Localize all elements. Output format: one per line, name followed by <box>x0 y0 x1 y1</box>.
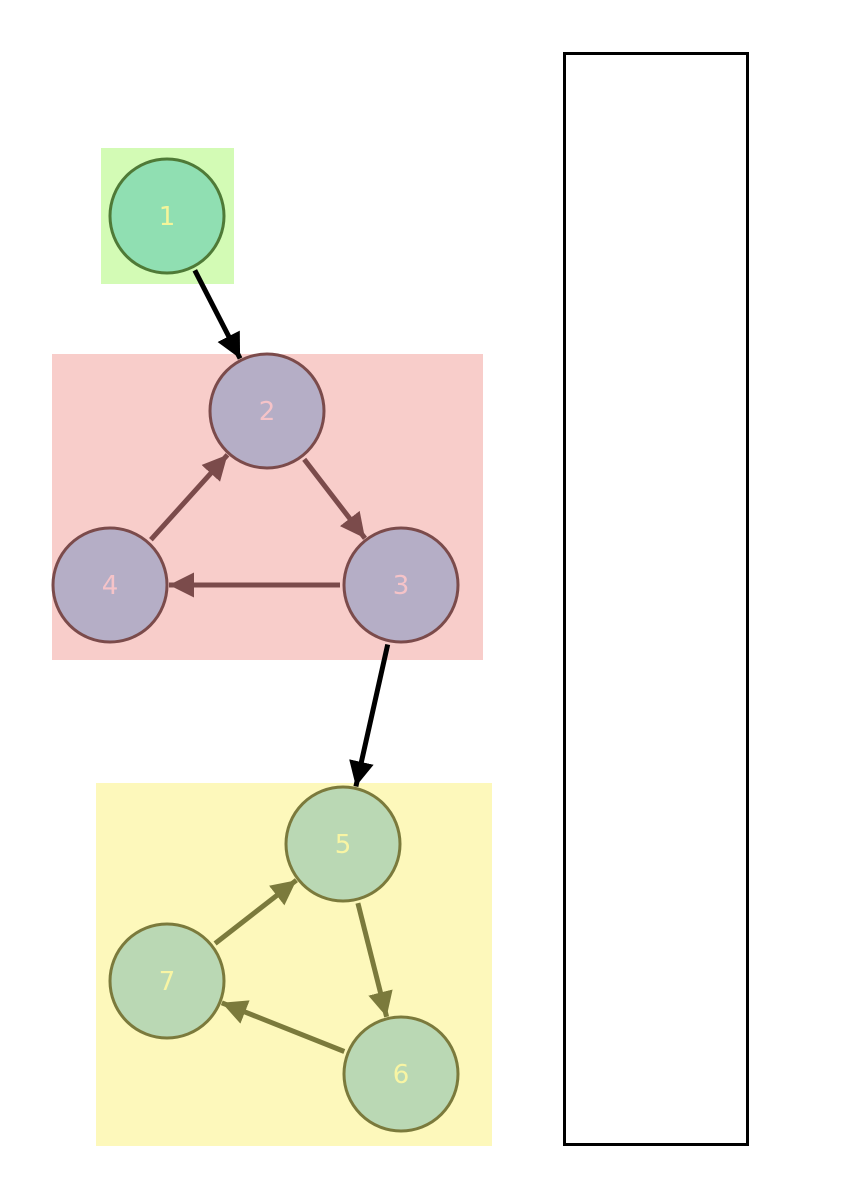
node-6[interactable]: 6 <box>342 1015 460 1133</box>
node-7[interactable]: 7 <box>108 922 226 1040</box>
node-2-circle <box>208 352 326 470</box>
node-4-label: 4 <box>102 571 119 601</box>
edge-7-to-5 <box>213 878 298 946</box>
node-3-circle <box>342 526 460 644</box>
node-7-circle <box>108 922 226 1040</box>
node-4[interactable]: 4 <box>51 526 169 644</box>
node-2[interactable]: 2 <box>208 352 326 470</box>
node-1-circle <box>108 157 226 275</box>
edge-2-to-3 <box>302 457 367 540</box>
node-6-circle <box>342 1015 460 1133</box>
node-5-circle <box>284 785 402 903</box>
node-2-label: 2 <box>259 397 276 427</box>
node-3[interactable]: 3 <box>342 526 460 644</box>
edge-1-to-2 <box>192 269 243 360</box>
node-6-label: 6 <box>393 1060 410 1090</box>
edge-6-to-7 <box>220 1000 346 1054</box>
edge-3-to-5 <box>349 643 391 787</box>
node-5[interactable]: 5 <box>284 785 402 903</box>
node-1-label: 1 <box>159 202 176 232</box>
node-3-label: 3 <box>393 571 410 601</box>
node-5-label: 5 <box>335 830 352 860</box>
edge-4-to-2 <box>149 453 230 542</box>
node-1[interactable]: 1 <box>108 157 226 275</box>
edge-5-to-6 <box>355 902 393 1018</box>
edges <box>149 269 393 1054</box>
side-panel <box>563 52 749 1146</box>
node-7-label: 7 <box>159 967 176 997</box>
node-4-circle <box>51 526 169 644</box>
nodes: 1 2 3 4 5 6 7 <box>51 157 460 1133</box>
